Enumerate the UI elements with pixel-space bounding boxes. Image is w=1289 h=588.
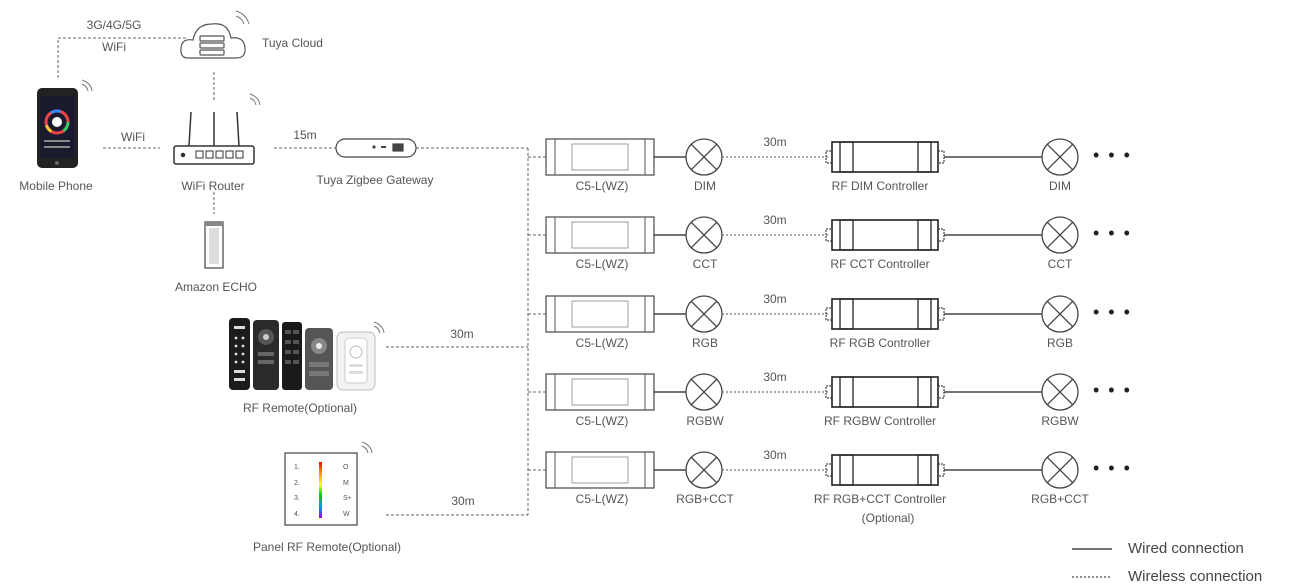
channel-row: [528, 373, 1079, 411]
panel-remote-icon: [284, 452, 358, 526]
rf-remote-label: RF Remote(Optional): [242, 401, 358, 415]
router-signal-icon: [249, 93, 261, 106]
controller-label: RF RGB+CCT Controller: [813, 492, 947, 506]
panel-signal-icon: [361, 441, 373, 454]
lamp-icon: [685, 216, 723, 254]
channel-row: [528, 295, 1079, 333]
channel-rows: [528, 138, 1079, 489]
network-label-line2: WiFi: [102, 40, 126, 54]
wifi-router-icon: [173, 111, 255, 165]
rf-remote-distance: 30m: [450, 327, 474, 341]
controller-distance-label: 30m: [763, 135, 787, 149]
amazon-echo-icon: [204, 221, 224, 269]
more-indicator: • • •: [1093, 223, 1132, 243]
end-lamp-icon: [1041, 216, 1079, 254]
light-type-label: RGB: [691, 336, 719, 350]
cloud-label: Tuya Cloud: [262, 36, 323, 50]
light-type-label: RGBW: [686, 414, 724, 428]
controller-label: RF RGBW Controller: [823, 414, 937, 428]
panel-remote-label: Panel RF Remote(Optional): [252, 540, 402, 554]
legend-wireless-label: Wireless connection: [1128, 568, 1263, 585]
module-label: C5-L(WZ): [575, 179, 629, 193]
light-type-label: CCT: [692, 257, 718, 271]
network-label-line1: 3G/4G/5G: [86, 18, 142, 32]
module-label: C5-L(WZ): [575, 414, 629, 428]
more-indicator: • • •: [1093, 145, 1132, 165]
rf-controller-icon: [825, 141, 945, 173]
panel-keys-left: 1. 2. 3. 4.: [294, 464, 300, 518]
panel-key-o: O: [343, 464, 349, 471]
rf-controller-icon: [825, 219, 945, 251]
c5-module-icon: [545, 216, 655, 254]
controller-label: RF DIM Controller: [831, 179, 929, 193]
end-light-label: DIM: [1049, 179, 1071, 193]
router-gateway-distance: 15m: [293, 128, 317, 142]
lamp-icon: [685, 295, 723, 333]
panel-key-s: S+: [343, 495, 352, 502]
panel-key-4: 4.: [294, 511, 300, 518]
rf-remote-signal-icon: [373, 321, 385, 334]
mobile-phone-icon: [37, 88, 78, 168]
lamp-icon: [685, 373, 723, 411]
end-lamp-icon: [1041, 138, 1079, 176]
module-label: C5-L(WZ): [575, 336, 629, 350]
phone-router-link-label: WiFi: [121, 130, 145, 144]
end-lamp-icon: [1041, 295, 1079, 333]
legend-wired-label: Wired connection: [1128, 540, 1244, 557]
panel-key-m: M: [343, 480, 349, 487]
phone-cloud-link: [57, 37, 186, 78]
end-light-label: RGB+CCT: [1031, 492, 1089, 506]
panel-key-w: W: [343, 511, 350, 518]
c5-module-icon: [545, 138, 655, 176]
gateway-label: Tuya Zigbee Gateway: [316, 173, 434, 187]
controller-distance-label: 30m: [763, 448, 787, 462]
light-type-label: RGB+CCT: [676, 492, 734, 506]
controller-label: RF RGB Controller: [829, 336, 931, 350]
controller-distance-label: 30m: [763, 292, 787, 306]
more-indicator: • • •: [1093, 302, 1132, 322]
cloud-signal-icon: [235, 10, 250, 25]
end-light-label: RGBW: [1041, 414, 1079, 428]
c5-module-icon: [545, 451, 655, 489]
rf-remote-icons: [229, 318, 376, 391]
panel-keys-right: O M S+ W: [343, 464, 352, 518]
cloud-icon: [180, 23, 246, 59]
channel-row: [528, 216, 1079, 254]
end-light-label: CCT: [1047, 257, 1073, 271]
panel-key-1: 1.: [294, 464, 300, 471]
rf-controller-icon: [825, 298, 945, 330]
router-label: WiFi Router: [181, 179, 245, 193]
channel-row: [528, 138, 1079, 176]
controller-note-label: (Optional): [861, 511, 915, 525]
c5-module-icon: [545, 373, 655, 411]
c5-module-icon: [545, 295, 655, 333]
rf-controller-icon: [825, 376, 945, 408]
channel-row: [528, 451, 1079, 489]
end-lamp-icon: [1041, 373, 1079, 411]
lamp-icon: [685, 451, 723, 489]
panel-key-3: 3.: [294, 495, 300, 502]
module-label: C5-L(WZ): [575, 492, 629, 506]
light-type-label: DIM: [694, 179, 716, 193]
lamp-icon: [685, 138, 723, 176]
controller-label: RF CCT Controller: [830, 257, 930, 271]
controller-distance-label: 30m: [763, 370, 787, 384]
more-indicator: • • •: [1093, 458, 1132, 478]
zigbee-gateway-icon: [335, 138, 417, 158]
module-label: C5-L(WZ): [575, 257, 629, 271]
controller-distance-label: 30m: [763, 213, 787, 227]
panel-key-2: 2.: [294, 480, 300, 487]
end-lamp-icon: [1041, 451, 1079, 489]
phone-signal-icon: [81, 79, 93, 92]
panel-remote-distance: 30m: [451, 494, 475, 508]
end-light-label: RGB: [1046, 336, 1074, 350]
echo-label: Amazon ECHO: [174, 280, 258, 294]
phone-label: Mobile Phone: [19, 179, 93, 193]
rf-controller-icon: [825, 454, 945, 486]
more-indicator: • • •: [1093, 380, 1132, 400]
